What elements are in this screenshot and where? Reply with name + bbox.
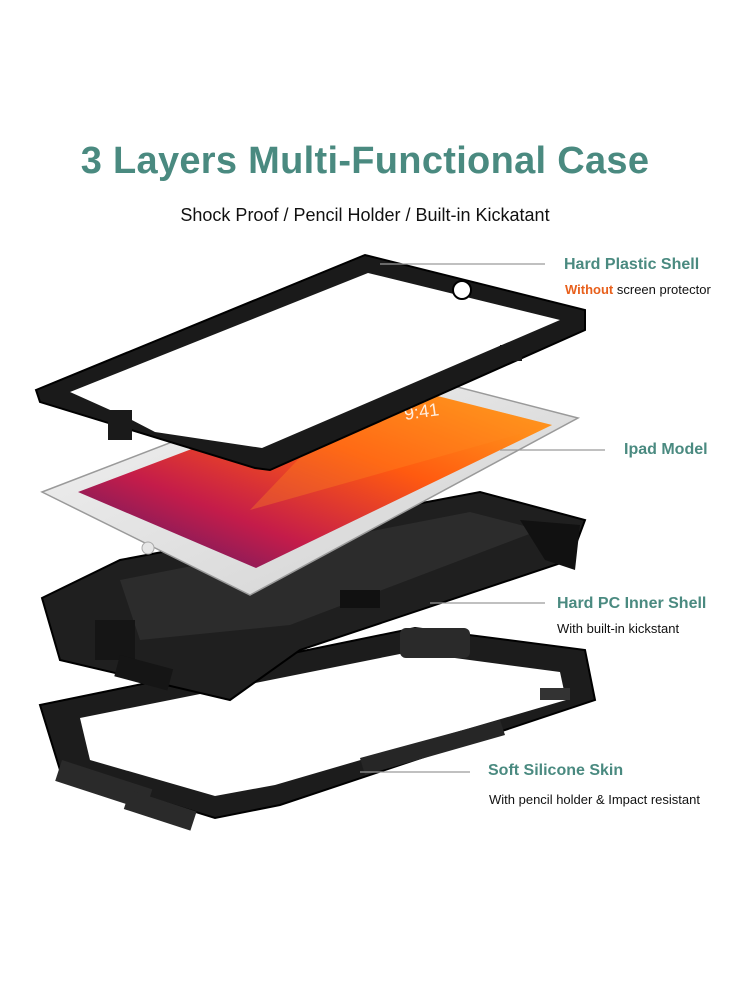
ipad-model: 9:41: [40, 364, 581, 596]
callout-silicone-skin-desc: With pencil holder & Impact resistant: [489, 792, 700, 807]
hard-pc-inner-shell: [40, 490, 587, 702]
callout-plastic-shell-title: Hard Plastic Shell: [564, 256, 700, 273]
callout-ipad-title: Ipad Model: [624, 441, 708, 458]
callout-inner-shell-title: Hard PC Inner Shell: [557, 595, 707, 612]
callout-inner-shell-desc: With built-in kickstant: [557, 621, 680, 636]
page-title: 3 Layers Multi-Functional Case: [80, 140, 650, 182]
callout-plastic-shell-desc-text: screen protector: [613, 282, 711, 297]
page-subtitle: Shock Proof / Pencil Holder / Built-in K…: [180, 205, 550, 225]
callout-plastic-shell-accent: Without: [565, 282, 614, 297]
soft-silicone-skin: [38, 626, 597, 831]
callout-plastic-shell-desc: Without screen protector: [565, 282, 711, 297]
callout-silicone-skin-title: Soft Silicone Skin: [488, 762, 624, 779]
leader-lines: [360, 263, 605, 773]
